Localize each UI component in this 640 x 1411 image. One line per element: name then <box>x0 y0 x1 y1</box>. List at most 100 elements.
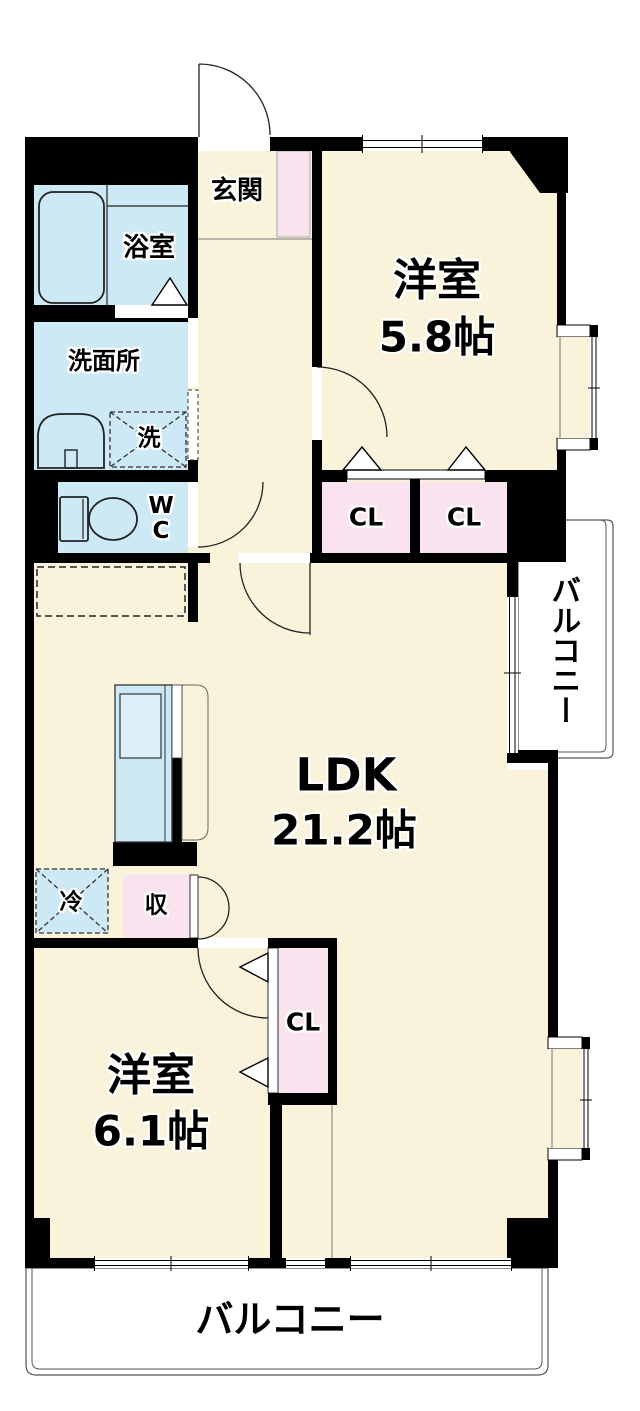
wall-segment <box>188 460 198 470</box>
window-ldk-bottom <box>350 1256 512 1271</box>
ldk-label: LDK <box>295 748 397 802</box>
wall-segment <box>25 470 198 482</box>
wall-segment <box>25 1218 50 1268</box>
wall-segment <box>328 938 337 1105</box>
ldk-door-arc <box>239 562 311 634</box>
closet3-area <box>278 948 328 1093</box>
folding-door-marks <box>150 276 487 1089</box>
wall-segment <box>485 470 507 482</box>
bedroom2-size: 6.1帖 <box>92 1106 210 1156</box>
closet2-area <box>420 482 507 553</box>
bathtub <box>38 191 105 304</box>
window-bedroom2-bottom <box>94 1256 249 1271</box>
ldk-door-opening <box>238 553 310 563</box>
wall-segment <box>312 440 322 563</box>
ldk-size: 21.2帖 <box>271 805 417 855</box>
wall-segment <box>172 758 182 842</box>
window-small-bottom <box>286 1258 325 1268</box>
wall-segment <box>410 470 420 563</box>
wall-segment <box>557 193 566 325</box>
wall-segment <box>34 137 198 185</box>
wall-segment <box>25 553 210 563</box>
washbasin <box>37 413 105 469</box>
wall-segment <box>507 562 518 597</box>
wall-segment <box>113 842 197 866</box>
entrance-door-opening <box>199 137 270 151</box>
closet3-label: CL <box>285 1007 321 1037</box>
wall-segment <box>548 763 558 1037</box>
wall-segment <box>188 185 198 318</box>
bathroom-door-mark <box>150 276 189 306</box>
bathroom-door-opening <box>115 305 188 318</box>
wall-corner-chamfer <box>510 137 568 193</box>
refrigerator-label: 冷 <box>59 889 83 916</box>
wc-door-opening <box>188 482 198 547</box>
storage-door-arc-bottom <box>197 907 230 940</box>
shoe-cabinet <box>276 150 311 238</box>
wall-segment <box>268 938 337 948</box>
closet3-door-mark-top <box>238 951 269 984</box>
wall-segment <box>557 450 566 470</box>
bedroom1-label: 洋室 <box>393 255 481 307</box>
toilet-bowl <box>88 497 138 541</box>
wall-segment <box>188 563 198 622</box>
washbasin-tap <box>64 449 78 469</box>
windows <box>94 135 521 1271</box>
doors <box>197 63 388 1019</box>
closet3-door-mark-bottom <box>238 1056 269 1089</box>
washroom-label: 洗面所 <box>68 347 140 376</box>
openings <box>115 137 486 1094</box>
wall-segment <box>25 482 58 563</box>
balcony-side-label: バルコニー <box>545 575 581 725</box>
wall-segment <box>270 1105 282 1258</box>
bedroom2-door-opening <box>198 938 268 948</box>
storage-area <box>123 875 190 938</box>
wall-segment <box>483 137 510 151</box>
bedroom2-door-arc <box>197 947 269 1019</box>
closet3-front <box>267 947 279 1094</box>
wall-segment <box>25 137 34 1268</box>
bedroom1-door-arc <box>316 366 388 438</box>
balcony-bottom-label: バルコニー <box>195 1297 385 1342</box>
wall-segment <box>25 938 198 948</box>
entrance-label: 玄関 <box>210 175 264 206</box>
wall-segment <box>507 470 566 562</box>
laundry-label: 洗 <box>137 425 161 452</box>
closet1-door-mark <box>341 445 383 471</box>
balcony-bottom <box>25 1267 549 1376</box>
bedroom1-door-opening <box>312 367 322 440</box>
kitchen-sink <box>119 693 162 759</box>
window-top <box>362 135 483 153</box>
closet2-label: CL <box>446 502 482 532</box>
wall-segment <box>310 553 507 563</box>
window-balcony-slider <box>504 597 521 753</box>
storage-front <box>189 874 199 939</box>
floor-ldk-upper <box>34 563 507 770</box>
storage-label: 収 <box>144 892 168 919</box>
wall-segment <box>312 470 347 482</box>
wall-segment <box>268 1093 337 1105</box>
storage-door-arc-top <box>197 876 230 909</box>
bay-window-bedroom1 <box>556 324 600 451</box>
closet12-front <box>346 469 486 480</box>
closet2-door-mark <box>446 445 487 471</box>
bay-window-ldk <box>547 1036 592 1161</box>
fixtures <box>37 185 188 542</box>
bathroom-area <box>34 185 188 305</box>
wall-segment <box>312 151 322 367</box>
wall-segment <box>507 750 558 763</box>
washroom-door-opening <box>188 318 198 387</box>
wc-door-arc <box>197 481 264 548</box>
bedroom1-size: 5.8帖 <box>378 312 496 362</box>
bathroom-label: 浴室 <box>122 232 176 263</box>
wc-label-line1: W <box>148 493 174 520</box>
laundry-space <box>109 411 187 468</box>
washroom-folding-door <box>187 389 199 461</box>
entrance-door-arc <box>198 63 271 136</box>
bedroom2-label: 洋室 <box>107 1050 195 1102</box>
washroom-area <box>34 322 188 470</box>
wall-segment <box>270 137 362 151</box>
